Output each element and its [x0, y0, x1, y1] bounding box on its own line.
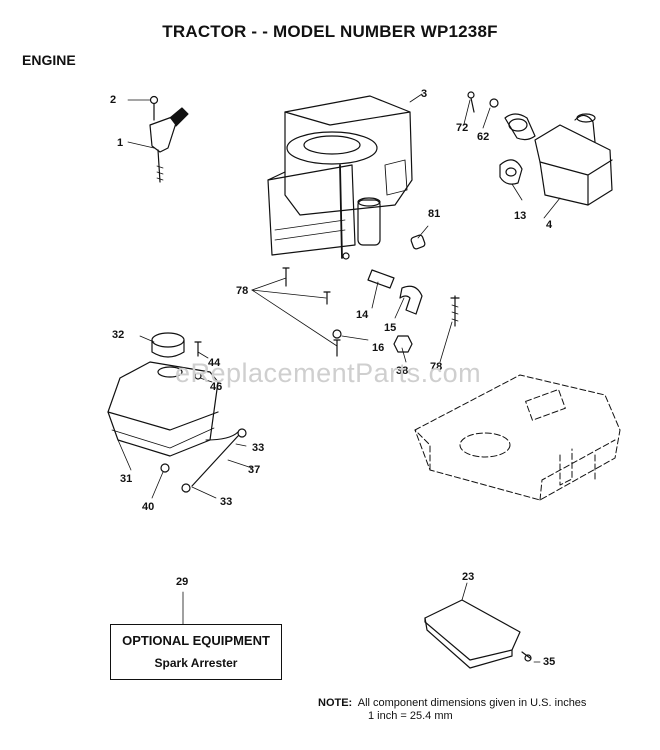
- part-label-38: 38: [396, 365, 408, 377]
- part-label-35: 35: [543, 656, 555, 668]
- part-label-13: 13: [514, 210, 526, 222]
- page-title: TRACTOR - - MODEL NUMBER WP1238F: [162, 22, 498, 41]
- part-label-78a: 78: [236, 285, 248, 297]
- part-label-40: 40: [142, 501, 154, 513]
- part-number-labels: 2 1 3 72 62 81 13 4 78 14 15 16 38 78 32…: [110, 88, 555, 668]
- part-label-29: 29: [176, 576, 188, 588]
- note-label: NOTE:: [318, 697, 353, 709]
- watermark: eReplacementParts.com: [175, 358, 482, 388]
- part-label-23: 23: [462, 571, 474, 583]
- tractor-frame: [414, 374, 621, 501]
- part-label-33b: 33: [220, 496, 232, 508]
- part-label-14: 14: [356, 309, 369, 321]
- part-label-32: 32: [112, 329, 124, 341]
- part-label-31: 31: [120, 473, 132, 485]
- spark-arrester-guard: [424, 599, 532, 669]
- optional-equipment-item: Spark Arrester: [154, 656, 238, 670]
- throttle-control: [127, 95, 189, 183]
- part-label-78b: 78: [430, 361, 442, 373]
- part-label-44: 44: [208, 357, 221, 369]
- optional-equipment-heading: OPTIONAL EQUIPMENT: [122, 633, 270, 648]
- part-label-72: 72: [456, 122, 468, 134]
- dimension-note: NOTE: All component dimensions given in …: [318, 697, 586, 723]
- part-label-16: 16: [372, 342, 384, 354]
- section-heading: ENGINE: [22, 52, 76, 68]
- part-label-1: 1: [117, 137, 123, 149]
- engine: [267, 93, 423, 260]
- part-label-3: 3: [421, 88, 427, 100]
- fuel-system: [107, 332, 247, 493]
- part-label-4: 4: [546, 219, 553, 231]
- part-label-37: 37: [248, 464, 260, 476]
- muffler-assembly: [467, 91, 613, 206]
- part-label-62: 62: [477, 131, 489, 143]
- optional-equipment-box: OPTIONAL EQUIPMENT Spark Arrester: [110, 624, 282, 680]
- part-label-33a: 33: [252, 442, 264, 454]
- part-label-15: 15: [384, 322, 396, 334]
- engine-hardware: [282, 234, 460, 357]
- note-line-1: All component dimensions given in U.S. i…: [357, 697, 587, 709]
- part-label-46: 46: [210, 381, 222, 393]
- leader-lines: [117, 99, 561, 663]
- part-label-2: 2: [110, 94, 116, 106]
- part-label-81: 81: [428, 208, 440, 220]
- note-line-2: 1 inch = 25.4 mm: [368, 710, 453, 722]
